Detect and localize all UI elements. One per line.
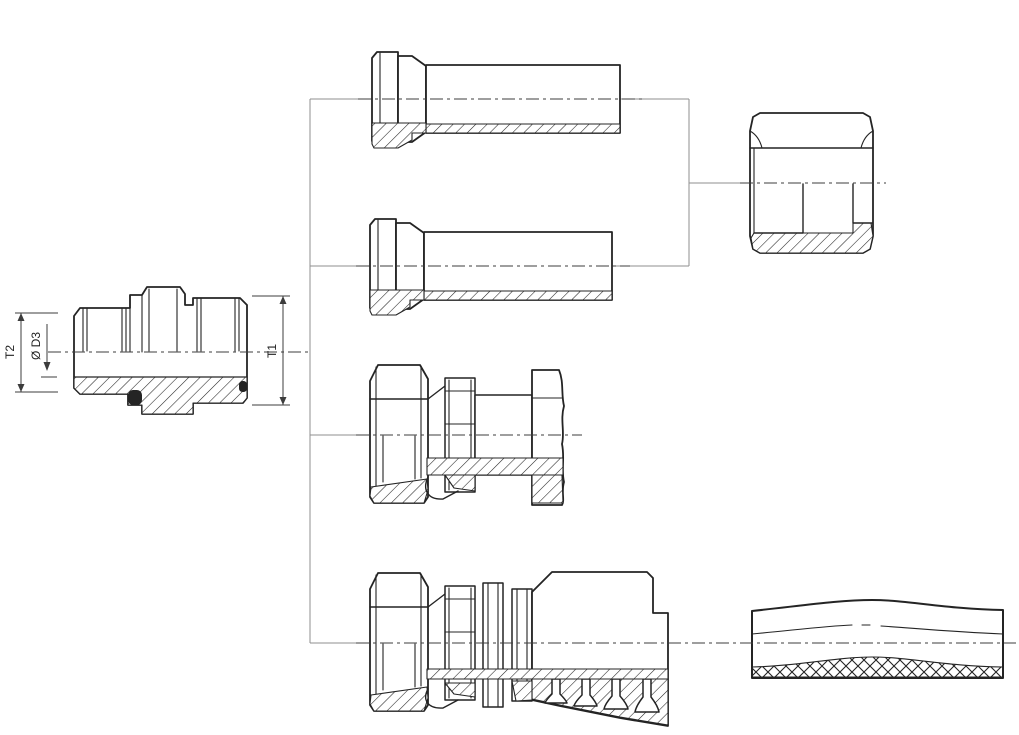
adapter-section-hatch — [73, 376, 248, 415]
swivel-cone-wedge-hatch — [444, 474, 476, 492]
crimp-fitting-drawing — [369, 571, 669, 727]
crimp-groove-3 — [603, 678, 629, 710]
dimension-label-t1: T1 — [265, 344, 279, 358]
union-nut-drawing — [749, 112, 874, 254]
swivel-shoulder — [427, 385, 446, 400]
t1-arrow-down — [279, 397, 287, 405]
hose-inner-line — [751, 624, 1004, 635]
nut-chamfer-arcs — [749, 130, 874, 149]
hose-body — [752, 600, 1003, 678]
male-stud-adapter-drawing — [73, 286, 248, 415]
hose-outline — [751, 599, 1004, 679]
dimension-t1: T1 — [252, 295, 290, 406]
crimp-shoulder — [427, 593, 446, 608]
crimp-skirt-curves — [425, 688, 459, 709]
swivel-nut-facet-lines — [375, 365, 422, 500]
nut-section-hatch — [750, 222, 874, 254]
swivel-hex-hatch — [531, 474, 564, 504]
crimp-bore-wall-hatch — [426, 668, 669, 680]
t1-arrow-up — [279, 296, 287, 304]
dimension-label-t2: T2 — [3, 345, 17, 359]
standpipe-top-drawing — [371, 51, 621, 149]
nut-thread-bore-lines — [753, 183, 873, 234]
standpipe-wall-hatch — [425, 123, 621, 134]
t2-arrow-down — [17, 384, 25, 392]
hose-wall-crosshatch — [751, 656, 1004, 678]
crimp-groove-4 — [634, 678, 660, 713]
crimp-groove-1 — [544, 678, 568, 704]
standpipe-flange-hatch — [369, 289, 425, 316]
adapter-left-seal — [128, 390, 142, 405]
d3-arrow-down — [43, 362, 51, 371]
t1-extension-lines — [252, 295, 290, 406]
crimp-nut-facet-lines — [375, 573, 422, 708]
adapter-segment-lines — [129, 288, 178, 353]
centerlines — [48, 98, 1016, 644]
crimp-collar-ring — [482, 582, 504, 708]
crimp-nut-hatch — [369, 686, 429, 712]
swivel-skirt-curves — [425, 476, 459, 500]
adapter-thread-lines — [82, 297, 240, 352]
crimp-ring2-hatch — [511, 680, 533, 702]
crimp-collar-lines — [487, 582, 499, 708]
crimp-groove-2 — [573, 678, 598, 707]
t2-arrow-up — [17, 313, 25, 321]
crimp-cone-wedge-hatch — [444, 682, 476, 698]
hose-drawing — [751, 599, 1004, 679]
adapter-oring-seal — [239, 381, 247, 392]
dimension-t2: T2 — [3, 312, 58, 393]
swivel-bore-wall-hatch — [426, 457, 564, 476]
dimension-d3: Ø D3 — [29, 324, 57, 378]
standpipe-middle-drawing — [369, 218, 613, 316]
standpipe-wall-hatch — [423, 290, 613, 301]
dimension-label-d3: Ø D3 — [29, 332, 43, 360]
t2-extension-lines — [15, 312, 58, 393]
standpipe-flange-hatch — [371, 122, 427, 149]
